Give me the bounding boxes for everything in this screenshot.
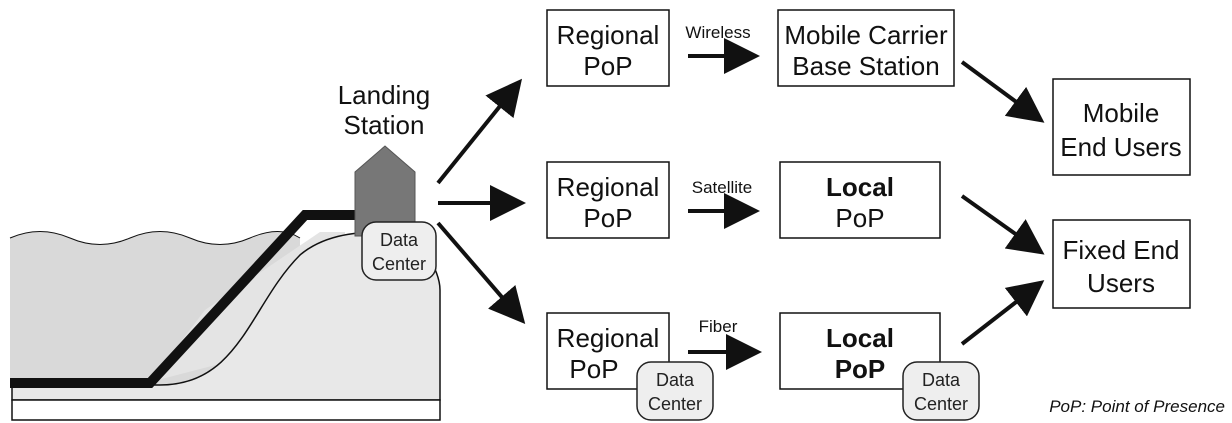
coast-scene: Landing Station Data Center — [9, 80, 441, 421]
svg-text:Mobile: Mobile — [1083, 98, 1160, 128]
regional-pop-top: Regional PoP — [546, 9, 670, 87]
arrow-local-bot-to-fixed-users — [960, 280, 1045, 346]
submarine-cable — [10, 210, 358, 388]
svg-text:Regional: Regional — [557, 20, 660, 50]
svg-text:Regional: Regional — [557, 323, 660, 353]
link-label-fiber: Fiber — [699, 317, 738, 336]
svg-text:Local: Local — [826, 172, 894, 202]
svg-text:PoP: PoP — [569, 354, 618, 384]
regional-pop-bot: Regional PoP Data Center — [546, 312, 714, 421]
svg-text:Center: Center — [372, 254, 426, 274]
arrow-carrier-to-mobile-users — [960, 60, 1045, 123]
data-center-badge-regional: Data Center — [636, 361, 714, 421]
svg-text:Center: Center — [648, 394, 702, 414]
svg-text:Data: Data — [656, 370, 695, 390]
link-label-satellite: Satellite — [692, 178, 752, 197]
mobile-end-users: Mobile End Users — [1052, 78, 1191, 176]
land-shadow — [11, 399, 441, 421]
svg-text:Data: Data — [380, 230, 419, 250]
svg-text:Data: Data — [922, 370, 961, 390]
svg-text:Regional: Regional — [557, 172, 660, 202]
svg-text:Base Station: Base Station — [792, 51, 939, 81]
data-center-badge-local: Data Center — [902, 361, 980, 421]
svg-text:End Users: End Users — [1060, 132, 1181, 162]
link-label-wireless: Wireless — [685, 23, 750, 42]
arrow-local-mid-to-fixed-users — [960, 194, 1045, 255]
svg-text:PoP: PoP — [583, 51, 632, 81]
local-pop-bot: Local PoP Data Center — [779, 312, 980, 421]
regional-pop-mid: Regional PoP — [546, 161, 670, 239]
svg-text:Fixed End: Fixed End — [1062, 235, 1179, 265]
svg-text:PoP: PoP — [835, 203, 884, 233]
mobile-carrier-base-station: Mobile Carrier Base Station — [777, 9, 955, 87]
landing-station-label: Landing — [338, 80, 431, 110]
svg-text:Mobile Carrier: Mobile Carrier — [784, 20, 948, 50]
svg-text:Local: Local — [826, 323, 894, 353]
landing-station-label-2: Station — [344, 110, 425, 140]
svg-text:PoP: PoP — [835, 354, 886, 384]
sea-waves — [9, 231, 301, 245]
data-center-badge-landing: Data Center — [361, 221, 437, 281]
arrow-landing-to-regional-top — [436, 78, 523, 185]
svg-text:PoP: PoP — [583, 203, 632, 233]
arrow-landing-to-regional-bot — [436, 221, 526, 325]
fixed-end-users: Fixed End Users — [1052, 219, 1191, 309]
local-pop-mid: Local PoP — [779, 161, 941, 239]
svg-text:Center: Center — [914, 394, 968, 414]
svg-text:Users: Users — [1087, 268, 1155, 298]
legend-pop-definition: PoP: Point of Presence — [1049, 397, 1225, 416]
